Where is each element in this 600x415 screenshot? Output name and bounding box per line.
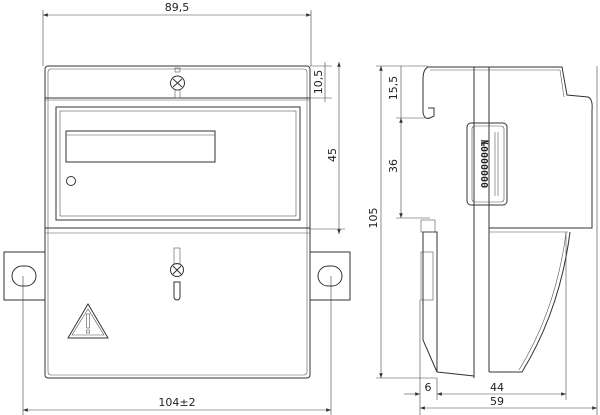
dim-mount-spacing: 104±2 xyxy=(158,396,195,409)
led-indicator-icon xyxy=(66,176,76,186)
front-dimensions: 89,5 10,5 45 104±2 xyxy=(22,1,345,415)
serial-label: №0000000 xyxy=(466,122,508,206)
dim-total-height: 105 xyxy=(367,208,380,229)
serial-number: №0000000 xyxy=(478,140,489,188)
screw-icon xyxy=(170,247,184,301)
screw-icon xyxy=(170,67,185,99)
front-view xyxy=(3,65,351,379)
mounting-ear-left xyxy=(3,251,46,301)
warning-triangle-icon xyxy=(67,303,109,339)
dim-total-depth: 59 xyxy=(490,395,504,408)
dim-rail-depth: 6 xyxy=(425,381,432,394)
dim-front-width: 89,5 xyxy=(165,1,190,14)
dim-top-cover-height: 10,5 xyxy=(312,70,325,95)
side-view: №0000000 xyxy=(420,66,593,378)
dim-side-top-offset: 15,5 xyxy=(387,76,400,101)
side-dimensions: 105 15,5 36 6 44 59 xyxy=(367,65,598,415)
dim-window-height: 45 xyxy=(326,148,339,162)
mounting-ear-right xyxy=(309,251,351,301)
display-window xyxy=(55,106,301,221)
dim-body-depth: 44 xyxy=(490,381,504,394)
dim-side-window-height: 36 xyxy=(387,159,400,173)
lcd-display xyxy=(65,130,216,163)
